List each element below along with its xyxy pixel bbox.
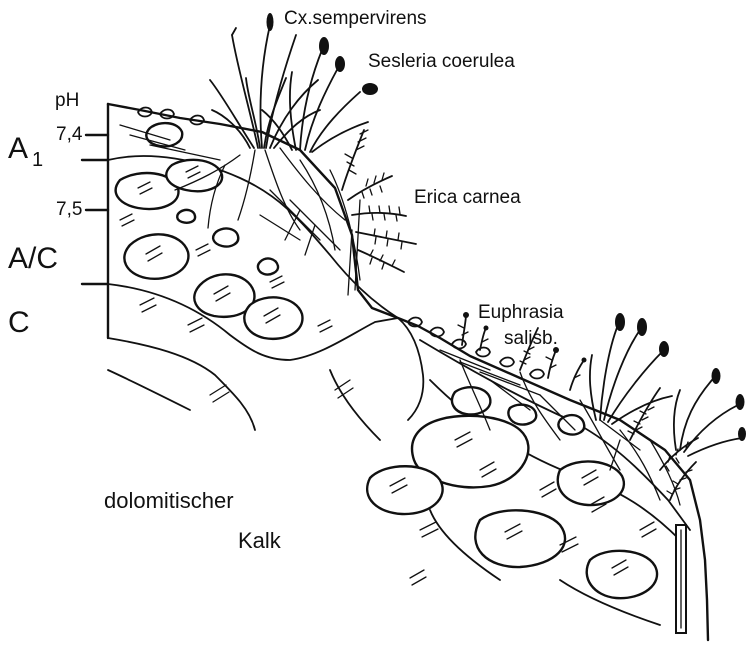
bedrock-label-line1: dolomitischer bbox=[104, 488, 234, 513]
carex-spike bbox=[267, 13, 274, 31]
horizon-a1-subscript: 1 bbox=[32, 149, 43, 171]
lower-profile-marker bbox=[676, 525, 686, 633]
horizon-a1-label: A bbox=[8, 132, 28, 165]
erica-carnea-label: Erica carnea bbox=[414, 187, 521, 208]
euphrasia-label-line1: Euphrasia bbox=[478, 302, 564, 323]
lower-sedge-tussock-2 bbox=[674, 368, 746, 456]
sesleria-spike-3 bbox=[362, 83, 378, 95]
erica-carnea-plant bbox=[342, 130, 416, 295]
depth-axis bbox=[82, 104, 108, 338]
lower-sedge-tussock-1 bbox=[590, 313, 672, 424]
horizon-c-label: C bbox=[8, 306, 30, 339]
sesleria-spike-1 bbox=[319, 37, 329, 55]
ph-value-74: 7,4 bbox=[56, 124, 83, 145]
sesleria-spike-2 bbox=[335, 56, 345, 72]
bedrock-label-line2: Kalk bbox=[238, 528, 282, 553]
sesleria-coerulea-label: Sesleria coerulea bbox=[368, 51, 515, 72]
carex-sempervirens-plant bbox=[210, 13, 320, 148]
carex-sempervirens-label: Cx.sempervirens bbox=[284, 8, 427, 29]
ph-axis-label: pH bbox=[55, 90, 79, 111]
horizon-ac-label: A/C bbox=[8, 242, 58, 275]
ph-value-75: 7,5 bbox=[56, 199, 82, 220]
euphrasia-label-line2: salisb. bbox=[504, 328, 558, 349]
